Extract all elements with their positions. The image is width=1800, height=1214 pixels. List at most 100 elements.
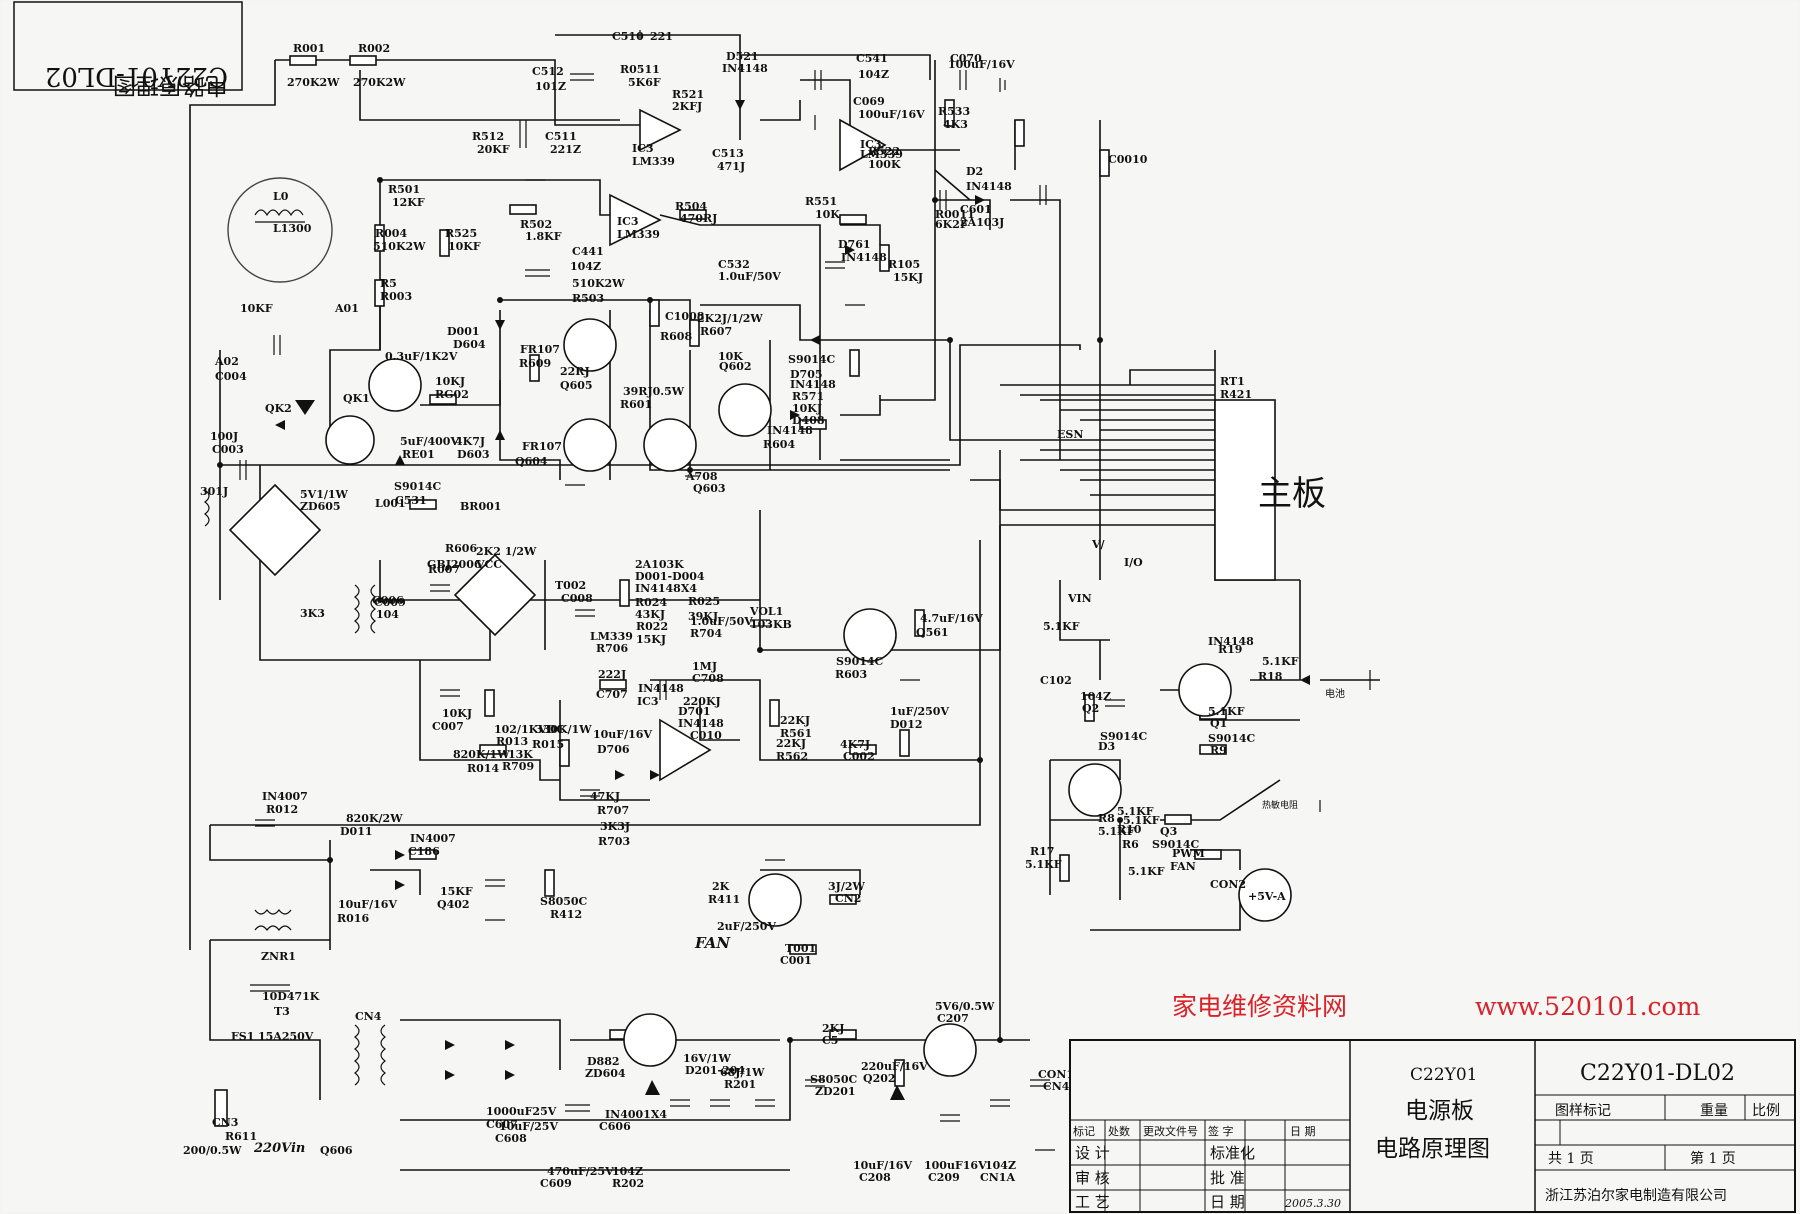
component-label: 2KJ xyxy=(822,1022,844,1035)
component-label: ZNR1 xyxy=(261,950,296,963)
component-label: 2A103J xyxy=(960,216,1004,229)
component-label: C003 xyxy=(212,443,244,456)
component-label: IN4007 xyxy=(410,832,456,845)
component-label: T002 xyxy=(555,579,586,592)
component-label: C1008 xyxy=(665,310,705,323)
tb-drawing-no: C22Y01-DL02 xyxy=(1580,1061,1735,1086)
component-label: IN4007 xyxy=(262,790,308,803)
component-label: 5.1KF xyxy=(1117,805,1154,818)
component-label: 222J xyxy=(598,668,626,681)
component-label: IN4148 xyxy=(678,717,724,730)
component-label: 221Z xyxy=(550,143,581,156)
component-label: R501 xyxy=(388,183,420,196)
component-label: 3J/2W xyxy=(828,880,866,893)
component-label: 220uF/16V xyxy=(861,1060,928,1073)
component-label: S9014C xyxy=(836,655,884,668)
component-label: S9014C xyxy=(1152,838,1200,851)
component-label: 104 xyxy=(376,608,399,621)
component-label: R0011 xyxy=(935,208,975,221)
tb-rev-col-5: 日 期 xyxy=(1290,1125,1316,1138)
component-label: IN4148 xyxy=(790,378,836,391)
component-label: CN3 xyxy=(212,1116,238,1129)
component-label: C209 xyxy=(928,1171,960,1184)
component-label: R10 xyxy=(1117,823,1142,836)
component-label: GBJ2006 xyxy=(427,558,482,571)
component-label: R024 xyxy=(635,596,667,609)
component-label: LM339 xyxy=(632,155,675,168)
component-label: S9014C xyxy=(1100,730,1148,743)
component-label: 10uF/16V xyxy=(338,898,397,911)
component-label: 10uF/25V xyxy=(499,1120,558,1133)
component-label: 5.1KF xyxy=(1025,858,1062,871)
component-label: 5uF/400V xyxy=(400,435,459,448)
component-label: D3 xyxy=(1098,740,1115,753)
header-model: C22Y01-DL02 xyxy=(45,61,228,91)
component-label: 100J xyxy=(210,430,238,443)
component-label: C004 xyxy=(215,370,247,383)
component-label: 13K xyxy=(508,748,533,761)
component-label: 5.1KF xyxy=(1128,865,1165,878)
watermark-site: 家电维修资料网 xyxy=(1172,992,1347,1021)
component-label: 2K2J/1/2W xyxy=(697,312,763,325)
component-label: 15KF xyxy=(440,885,473,898)
component-label: ZD201 xyxy=(815,1085,856,1098)
tb-weight: 重量 xyxy=(1700,1103,1728,1119)
component-label: 5V1/1W xyxy=(300,488,349,501)
component-label: A01 xyxy=(334,302,359,315)
component-label: R704 xyxy=(690,627,722,640)
component-label: C009 xyxy=(374,596,406,609)
component-label: 220KJ xyxy=(683,695,721,708)
component-label: R003 xyxy=(380,290,412,303)
component-label: 820K/1W xyxy=(453,748,510,761)
component-label: CN4 xyxy=(355,1010,382,1023)
component-label: CN1A xyxy=(980,1171,1015,1184)
battery-label: 电池 xyxy=(1325,687,1345,700)
component-label: 1.0uF/50V xyxy=(718,270,781,283)
component-label: C531 xyxy=(395,494,427,507)
component-label: LM339 xyxy=(860,148,903,161)
component-label: 5V6/0.5W xyxy=(935,1000,995,1013)
component-label: R016 xyxy=(337,912,369,925)
component-label: 104Z xyxy=(612,1165,643,1178)
component-label: D706 xyxy=(597,743,630,756)
component-label: R607 xyxy=(700,325,732,338)
component-label: R603 xyxy=(835,668,867,681)
component-label: 4K3 xyxy=(943,118,968,131)
component-label: L0 xyxy=(273,190,289,203)
component-label: I/O xyxy=(1124,556,1143,569)
component-label: QK2 xyxy=(265,402,292,415)
component-label: 100uF/16V xyxy=(858,108,925,121)
component-label: R421 xyxy=(1220,388,1252,401)
component-label: FAN xyxy=(1170,860,1196,873)
component-label: D012 xyxy=(890,718,923,731)
component-label: C708 xyxy=(692,672,724,685)
component-label: 100uF16V xyxy=(924,1159,987,1172)
component-label: 10KJ xyxy=(792,402,822,415)
component-label: R8 xyxy=(1098,812,1115,825)
component-label: Q202 xyxy=(863,1072,896,1085)
component-label: LM339 xyxy=(617,228,660,241)
tb-row-approve: 批 准 xyxy=(1210,1169,1245,1187)
tb-total-pages: 共 1 页 xyxy=(1548,1151,1594,1167)
component-label: 1MJ xyxy=(692,660,717,673)
component-label: C0010 xyxy=(1108,153,1148,166)
component-label: C002 xyxy=(843,750,875,763)
component-label: IN4148X4 xyxy=(635,582,697,595)
component-label: RG02 xyxy=(435,388,469,401)
component-label: C001 xyxy=(780,954,812,967)
component-label: R004 xyxy=(375,227,407,240)
component-label: FS1 xyxy=(231,1030,254,1043)
component-label: C102 xyxy=(1040,674,1072,687)
fan-label: FAN xyxy=(694,934,731,952)
component-label: R609 xyxy=(519,357,551,370)
component-label: 5.1KF xyxy=(1208,705,1245,718)
component-label: 0.3uF/1K2V xyxy=(385,350,458,363)
component-label: D201-204 xyxy=(685,1064,745,1077)
component-label: A02 xyxy=(214,355,239,368)
component-label: R522 xyxy=(868,145,900,158)
component-label: 301J xyxy=(200,485,228,498)
component-label: 470RJ xyxy=(680,212,717,225)
component-label: C186 xyxy=(408,845,440,858)
tb-model: C22Y01 xyxy=(1410,1065,1478,1085)
